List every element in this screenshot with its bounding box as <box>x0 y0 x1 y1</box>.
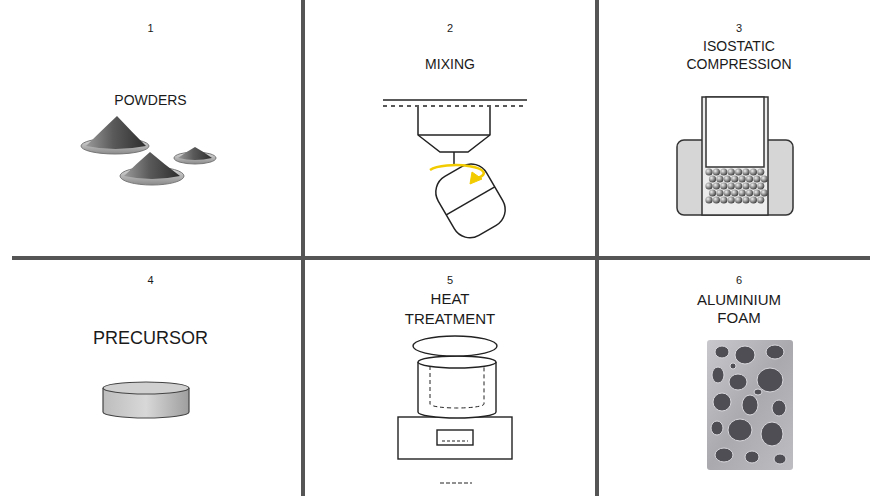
powder-ball <box>761 175 768 182</box>
powder-ball <box>739 189 746 196</box>
powder-ball <box>724 175 731 182</box>
process-panel: 3ISOSTATIC COMPRESSION <box>599 0 879 256</box>
step-number: 5 <box>305 273 595 287</box>
powder-ball <box>728 196 735 203</box>
step-number: 2 <box>305 21 595 35</box>
powder-ball <box>750 168 757 175</box>
powder-ball <box>746 175 753 182</box>
powder-ball <box>724 189 731 196</box>
powder-ball <box>757 182 764 189</box>
step-number: 1 <box>0 21 301 35</box>
step-number: 4 <box>0 273 301 287</box>
powder-ball <box>731 175 738 182</box>
powder-piles <box>81 116 216 185</box>
powder-ball <box>705 168 712 175</box>
powder-ball <box>735 196 742 203</box>
powder-ball <box>750 196 757 203</box>
powder-ball <box>753 175 760 182</box>
powder-ball <box>731 189 738 196</box>
step-number: 6 <box>599 273 879 287</box>
powder-ball <box>735 182 742 189</box>
powder-ball <box>750 182 757 189</box>
process-panel: 5HEAT TREATMENT <box>305 260 595 496</box>
isostatic-press <box>677 97 793 215</box>
powder-ball <box>728 168 735 175</box>
step-title: POWDERS <box>51 91 251 109</box>
powder-ball <box>709 175 716 182</box>
foam-photo <box>707 340 793 470</box>
powder-ball <box>713 182 720 189</box>
powder-ball <box>705 196 712 203</box>
powder-ball <box>757 168 764 175</box>
powder-ball <box>716 189 723 196</box>
process-panel: 4PRECURSOR <box>0 260 301 496</box>
step-title: ISOSTATIC COMPRESSION <box>679 37 799 73</box>
precursor-disk <box>103 382 189 418</box>
powder-ball <box>735 168 742 175</box>
process-panel: 6ALUMINIUM FOAM <box>599 260 879 496</box>
powder-ball <box>713 196 720 203</box>
powder-ball <box>753 189 760 196</box>
powder-ball <box>742 196 749 203</box>
powder-ball <box>720 196 727 203</box>
powder-ball <box>746 189 753 196</box>
powder-ball <box>739 175 746 182</box>
powder-balls <box>705 168 768 203</box>
furnace <box>398 336 512 483</box>
powder-ball <box>720 182 727 189</box>
step-title: PRECURSOR <box>41 327 261 349</box>
powder-ball <box>761 189 768 196</box>
powder-ball <box>713 168 720 175</box>
powder-ball <box>716 175 723 182</box>
grid-divider <box>12 0 870 496</box>
step-title: MIXING <box>350 55 550 73</box>
powder-ball <box>705 182 712 189</box>
mixer <box>383 100 527 244</box>
powder-ball <box>757 196 764 203</box>
step-number: 3 <box>599 21 879 35</box>
process-panel: 1POWDERS <box>0 0 301 256</box>
powder-ball <box>728 182 735 189</box>
step-title: ALUMINIUM FOAM <box>684 291 794 327</box>
powder-ball <box>742 168 749 175</box>
powder-ball <box>720 168 727 175</box>
powder-ball <box>742 182 749 189</box>
step-title: HEAT TREATMENT <box>400 289 500 329</box>
powder-ball <box>709 189 716 196</box>
process-panel: 2MIXING <box>305 0 595 256</box>
